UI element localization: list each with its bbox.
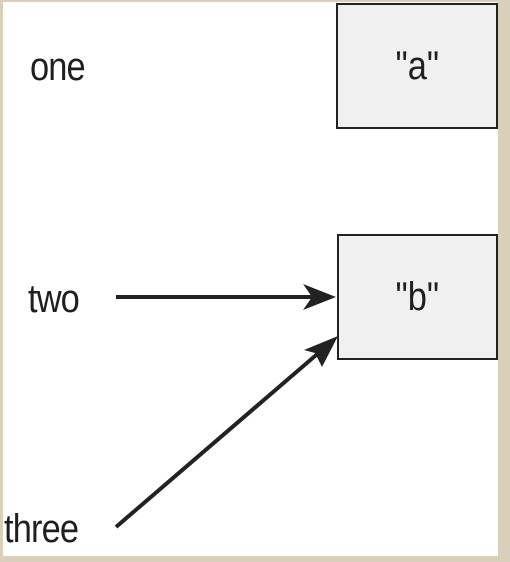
variable-label-one: one [30, 45, 86, 89]
arrow-head-two-to-b [303, 284, 336, 310]
arrow-three-to-b [114, 348, 324, 529]
variable-label-three: three [4, 507, 79, 551]
arrow-head-three-to-b [304, 336, 338, 367]
value-box-a-text: "a" [395, 44, 439, 88]
variable-label-two: two [28, 277, 80, 321]
value-box-a: "a" [336, 3, 498, 129]
value-box-b: "b" [337, 234, 498, 360]
value-box-b-text: "b" [395, 275, 440, 319]
